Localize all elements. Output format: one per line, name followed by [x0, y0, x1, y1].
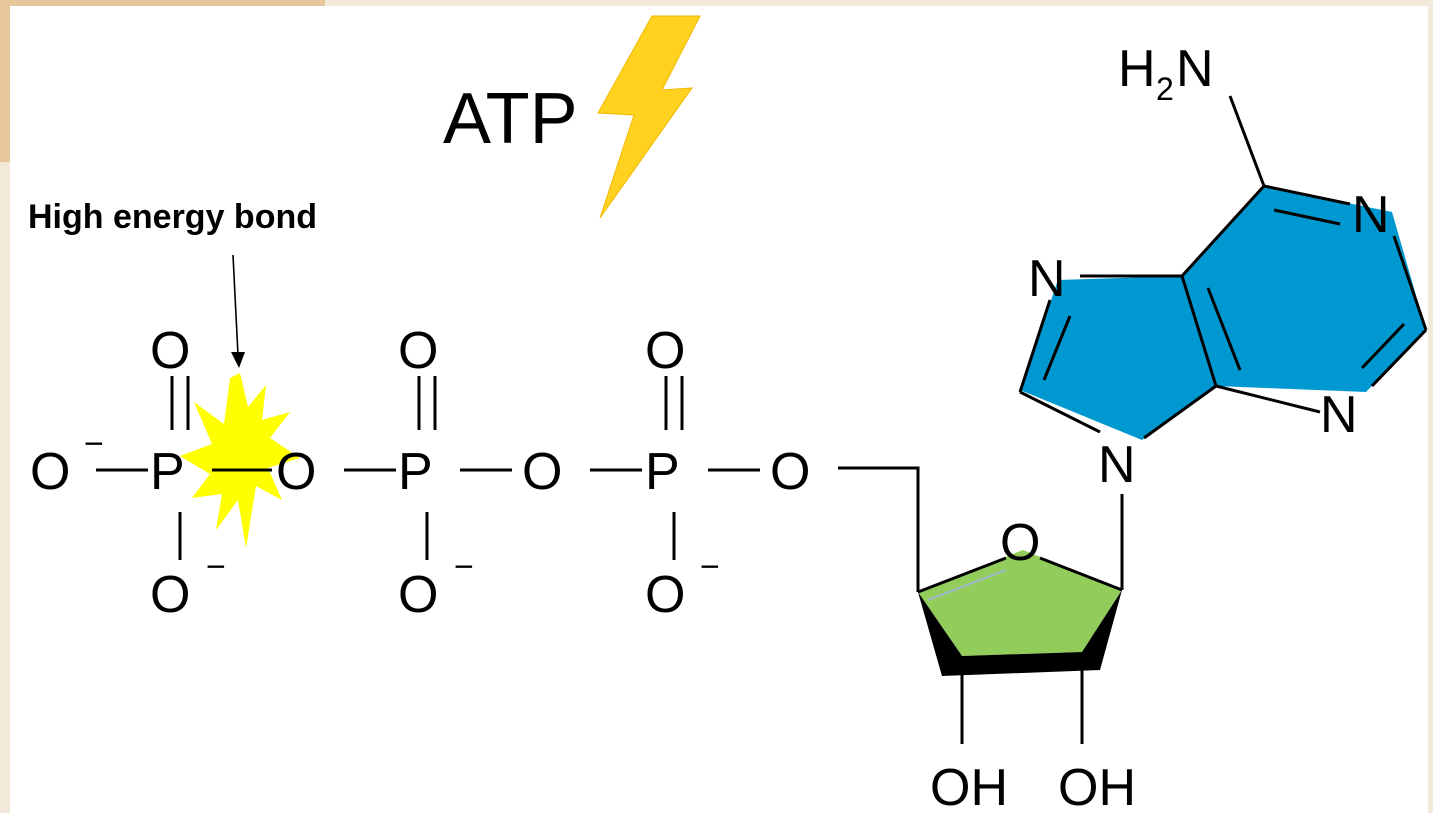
oxygen-atom: O	[1000, 514, 1040, 572]
bond-single	[1039, 556, 1123, 592]
oxygen-atom: O	[398, 322, 438, 380]
bond-single	[1019, 390, 1101, 434]
oxygen-atom: O	[150, 566, 190, 624]
charge-label: −	[700, 548, 720, 586]
charge-label: −	[454, 548, 474, 586]
phosphorus-atom: P	[150, 443, 185, 501]
oxygen-atom: O	[398, 566, 438, 624]
charge-label: −	[206, 548, 226, 586]
oxygen-atom: O	[645, 322, 685, 380]
bond-single	[1215, 384, 1321, 414]
ribose-wedge-front	[918, 590, 1122, 676]
arrow-down-icon	[231, 352, 245, 368]
frame-accent-top	[0, 0, 325, 6]
nitrogen-atom: N	[1098, 436, 1136, 494]
bond-double	[1018, 299, 1052, 393]
bond-double	[1180, 275, 1218, 387]
phosphorus-atom: P	[398, 443, 433, 501]
bond-single	[1143, 384, 1217, 440]
hydroxyl-label: OH	[1058, 759, 1136, 813]
bond-single	[1180, 184, 1266, 278]
oxygen-atom: O	[645, 566, 685, 624]
ribose-highlight	[927, 569, 1007, 601]
bond-double	[1263, 184, 1351, 206]
high-energy-bond-label: High energy bond	[28, 198, 317, 236]
nitrogen-atom: N	[1320, 386, 1358, 444]
nitrogen-atom: N	[1028, 250, 1066, 308]
amine-subscript: 2	[1156, 71, 1174, 107]
amine-n-label: N	[1176, 40, 1214, 98]
frame-accent-left	[0, 0, 10, 162]
bond-double	[1206, 287, 1242, 371]
oxygen-atom: O	[770, 443, 810, 501]
bond-amine	[1228, 95, 1266, 187]
oxygen-atom: O	[150, 322, 190, 380]
bond-double	[1273, 208, 1341, 226]
annotation-arrow-line	[232, 254, 239, 356]
oxygen-atom: O	[276, 443, 316, 501]
bond-ch2-linker	[838, 466, 920, 592]
oxygen-atom: O	[522, 443, 562, 501]
bond-double	[1360, 322, 1406, 370]
canvas	[10, 6, 1428, 813]
lightning-bolt-icon	[597, 15, 701, 219]
energy-burst-icon	[180, 373, 300, 548]
charge-label: −	[84, 425, 104, 463]
adenine-ring	[1020, 186, 1426, 440]
oxygen-atom: O	[30, 443, 70, 501]
nitrogen-atom: N	[1352, 186, 1390, 244]
ribose-ring	[918, 550, 1122, 656]
hydroxyl-label: OH	[930, 759, 1008, 813]
amine-h-label: H	[1118, 40, 1156, 98]
bond-single	[1392, 235, 1428, 331]
title: ATP	[443, 79, 578, 159]
phosphorus-atom: P	[645, 443, 680, 501]
bond-double	[1042, 315, 1072, 381]
bond-single	[917, 556, 1007, 594]
bond-double	[1370, 328, 1428, 388]
